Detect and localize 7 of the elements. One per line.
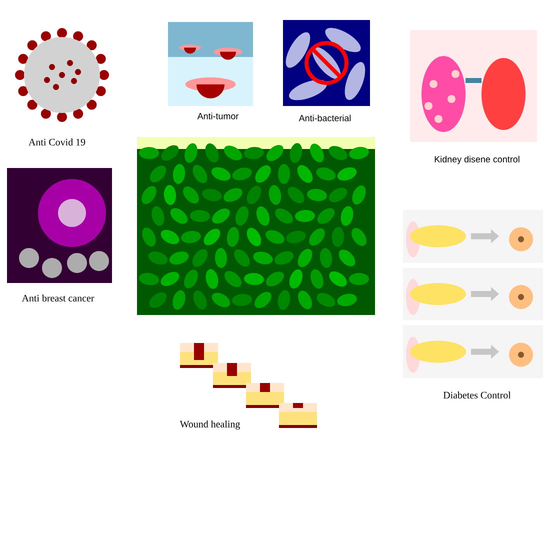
caption: Diabetes Control	[443, 392, 511, 398]
caption: Kidney disene control	[434, 156, 520, 164]
caption: Anti Covid 19	[28, 138, 86, 146]
caption: Wound healing	[180, 420, 240, 430]
caption: Anti-tumor	[197, 112, 239, 120]
caption: Anti breast cancer	[22, 294, 94, 302]
caption: Anti-bacterial	[298, 114, 351, 122]
